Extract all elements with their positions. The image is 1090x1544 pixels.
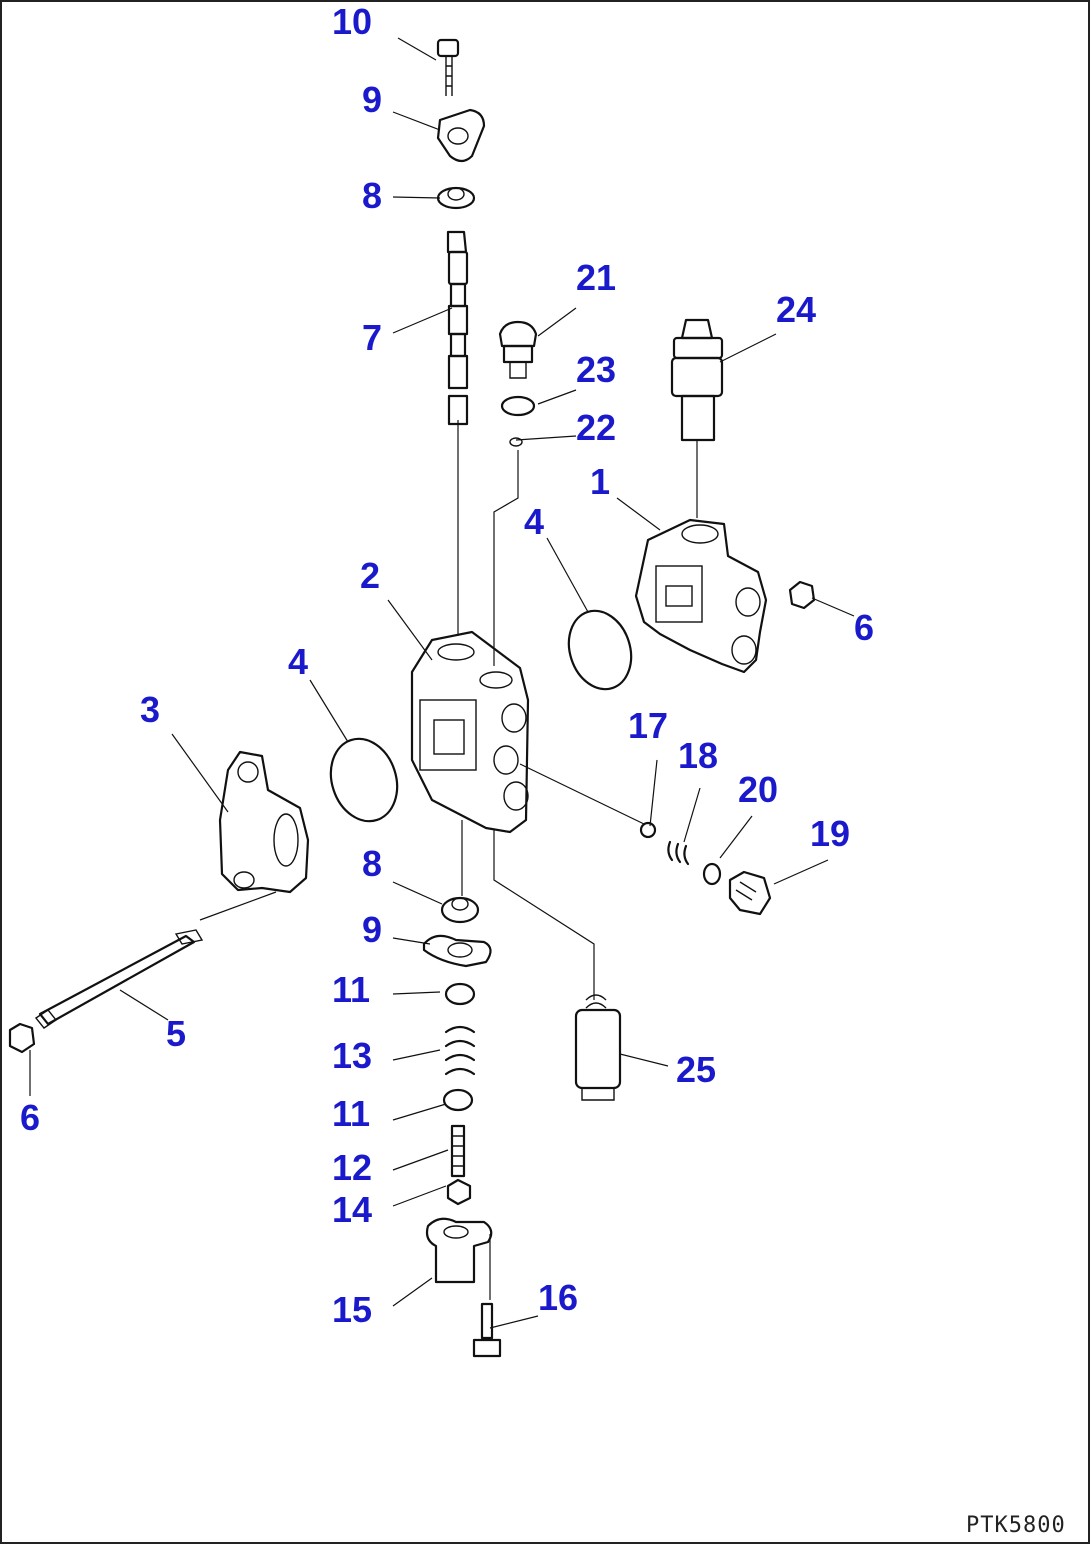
part-21-plug bbox=[498, 320, 538, 379]
callout-19: 19 bbox=[810, 813, 850, 854]
callout-9: 9 bbox=[362, 79, 382, 120]
part-14-nut bbox=[446, 1178, 472, 1206]
callout-25: 25 bbox=[676, 1049, 716, 1090]
callout-16: 16 bbox=[538, 1277, 578, 1318]
callout-9: 9 bbox=[362, 909, 382, 950]
part-4-oring-upper bbox=[567, 609, 633, 691]
callout-2: 2 bbox=[360, 555, 380, 596]
part-8-seal bbox=[436, 186, 476, 210]
callout-17: 17 bbox=[628, 705, 668, 746]
callout-3: 3 bbox=[140, 689, 160, 730]
callout-1: 1 bbox=[590, 461, 610, 502]
callout-8: 8 bbox=[362, 175, 382, 216]
callout-12: 12 bbox=[332, 1147, 372, 1188]
drawing-code: PTK5800 bbox=[966, 1513, 1066, 1538]
part-6-nut-left bbox=[8, 1022, 36, 1054]
part-25-valve bbox=[574, 994, 622, 1101]
part-10-bolt bbox=[436, 38, 460, 96]
callout-22: 22 bbox=[576, 407, 616, 448]
callout-4: 4 bbox=[524, 501, 544, 542]
part-24-valve bbox=[670, 318, 724, 442]
part-9-flange bbox=[436, 108, 486, 163]
part-19-plug bbox=[728, 870, 772, 916]
callout-20: 20 bbox=[738, 769, 778, 810]
callout-7: 7 bbox=[362, 317, 382, 358]
part-2-valve-body bbox=[410, 630, 530, 834]
callout-6: 6 bbox=[854, 607, 874, 648]
part-9-flange-lower bbox=[422, 934, 492, 968]
callout-labels: 10 9 8 7 21 23 22 24 1 4 6 2 4 3 17 18 2… bbox=[20, 1, 874, 1330]
part-22-small-ring bbox=[509, 437, 523, 447]
part-23-oring bbox=[500, 395, 536, 417]
callout-11: 11 bbox=[332, 969, 370, 1010]
part-6-nut-right bbox=[788, 580, 816, 610]
callout-21: 21 bbox=[576, 257, 616, 298]
callout-10: 10 bbox=[332, 1, 372, 42]
callout-14: 14 bbox=[332, 1189, 372, 1230]
part-17-ball bbox=[639, 821, 657, 839]
part-11-retainer-upper bbox=[444, 982, 476, 1006]
part-5-tie-rod bbox=[34, 929, 204, 1029]
leader-lines bbox=[29, 37, 855, 1329]
part-11-retainer-lower bbox=[442, 1088, 474, 1112]
part-15-cap bbox=[425, 1217, 493, 1284]
part-18-spring bbox=[667, 840, 690, 866]
callout-18: 18 bbox=[678, 735, 718, 776]
callout-6: 6 bbox=[20, 1097, 40, 1138]
callout-11: 11 bbox=[332, 1093, 370, 1134]
part-7-spool bbox=[446, 230, 469, 426]
callout-23: 23 bbox=[576, 349, 616, 390]
callout-5: 5 bbox=[166, 1013, 186, 1054]
callout-8: 8 bbox=[362, 843, 382, 884]
part-12-screw bbox=[450, 1124, 466, 1178]
callout-4: 4 bbox=[288, 641, 308, 682]
part-13-spring bbox=[444, 1025, 476, 1076]
part-20-oring bbox=[702, 862, 722, 886]
callout-24: 24 bbox=[776, 289, 816, 330]
part-4-oring-lower bbox=[329, 737, 399, 823]
part-1-end-cover bbox=[634, 518, 768, 674]
part-16-bolt bbox=[472, 1302, 502, 1358]
part-3-end-cover-left bbox=[218, 750, 310, 894]
callout-15: 15 bbox=[332, 1289, 372, 1330]
part-8-seal-lower bbox=[440, 896, 480, 924]
callout-13: 13 bbox=[332, 1035, 372, 1076]
